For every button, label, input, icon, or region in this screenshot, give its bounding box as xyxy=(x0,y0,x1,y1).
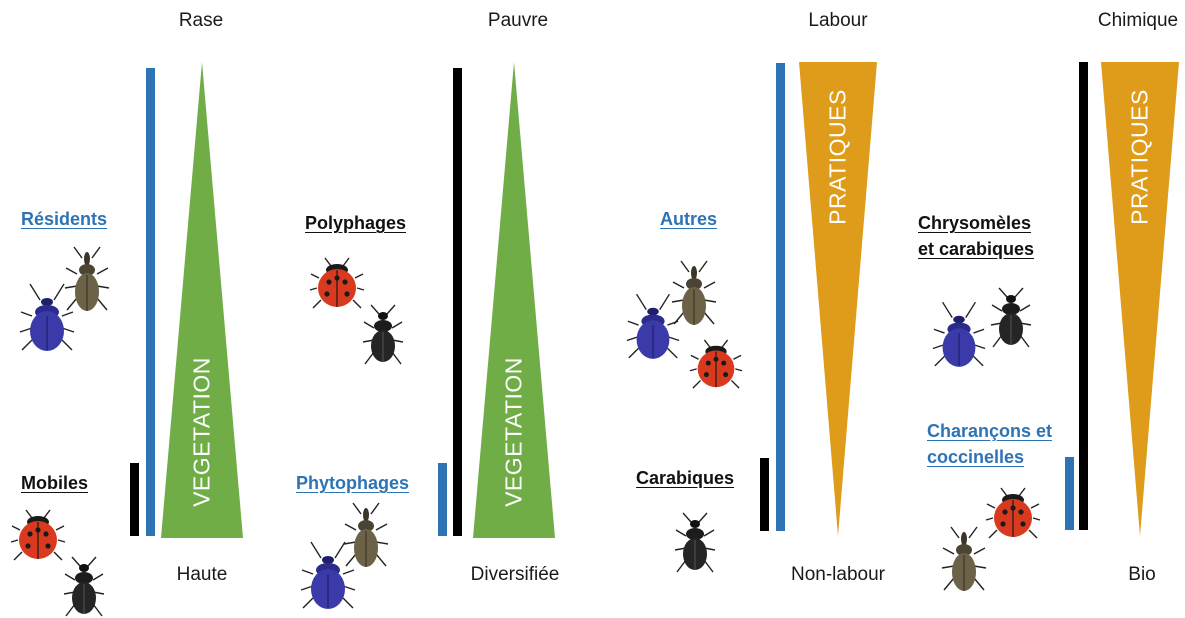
group-bar-autres xyxy=(776,63,785,531)
group-bar-polyphages xyxy=(453,68,462,536)
blue-beetle-icon xyxy=(931,300,987,370)
top-label: Rase xyxy=(179,10,223,32)
bottom-label: Bio xyxy=(1128,564,1155,586)
wedge-label: VEGETATION xyxy=(189,357,216,507)
bottom-label: Haute xyxy=(177,564,228,586)
group-label-line: et carabiques xyxy=(918,236,1034,262)
group-label-residents: Résidents xyxy=(21,206,107,232)
group-label-mobiles: Mobiles xyxy=(21,470,88,496)
group-bar-phytophages xyxy=(438,463,447,536)
black-ground-beetle-icon xyxy=(62,556,106,618)
group-label-polyphages: Polyphages xyxy=(305,210,406,236)
ladybird-icon xyxy=(985,486,1041,542)
ladybird-icon xyxy=(309,256,365,312)
panel-practices-inputs: Chimique Chrysomèles et carabiques Chara… xyxy=(905,0,1185,618)
group-bar-charancons-coccinelles xyxy=(1065,457,1074,530)
panel-practices-tillage: Labour Autres Carabiques PRATIQUES xyxy=(595,0,905,618)
brown-weevil-icon xyxy=(62,246,112,316)
black-ground-beetle-icon xyxy=(673,510,717,576)
group-label-line: Charançons et xyxy=(927,418,1052,444)
bottom-label: Diversifiée xyxy=(471,564,560,586)
group-bar-residents xyxy=(146,68,155,536)
bottom-label: Non-labour xyxy=(791,564,885,586)
group-label-line: coccinelles xyxy=(927,444,1052,470)
group-label-chrysomeles-carabiques: Chrysomèles et carabiques xyxy=(918,210,1034,262)
top-label: Chimique xyxy=(1098,10,1178,32)
group-label-phytophages: Phytophages xyxy=(296,470,409,496)
group-bar-mobiles xyxy=(130,463,139,536)
group-label-autres: Autres xyxy=(660,206,717,232)
top-label: Labour xyxy=(808,10,867,32)
panel-vegetation-height: Rase Résidents Mobiles VEGETATION xyxy=(0,0,285,618)
top-label: Pauvre xyxy=(488,10,548,32)
ladybird-icon xyxy=(10,508,66,564)
group-bar-carabiques xyxy=(760,458,769,531)
group-bar-chrysomeles-carabiques xyxy=(1079,62,1088,530)
brown-weevil-icon xyxy=(939,526,989,596)
black-ground-beetle-icon xyxy=(989,286,1033,350)
black-ground-beetle-icon xyxy=(361,302,405,368)
brown-weevil-icon xyxy=(669,260,719,330)
wedge-label: PRATIQUES xyxy=(1127,89,1154,225)
ladybird-icon xyxy=(689,338,743,392)
wedge-label: VEGETATION xyxy=(501,357,528,507)
wedge-label: PRATIQUES xyxy=(825,89,852,225)
group-label-line: Chrysomèles xyxy=(918,210,1034,236)
group-label-charancons-coccinelles: Charançons et coccinelles xyxy=(927,418,1052,470)
group-label-carabiques: Carabiques xyxy=(636,465,734,491)
brown-weevil-icon xyxy=(341,502,391,572)
panel-vegetation-diversity: Pauvre Polyphages Phytophages VEGETAT xyxy=(285,0,595,618)
